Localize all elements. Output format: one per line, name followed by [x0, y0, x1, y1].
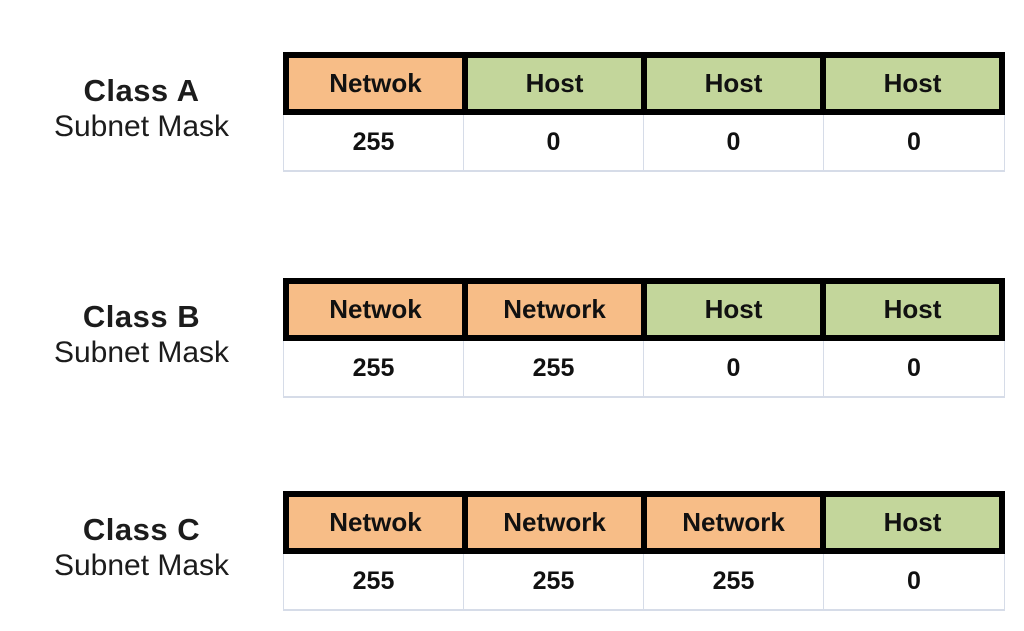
class-c-header-row: Netwok Network Network Host [283, 491, 1005, 554]
octet-type-cell: Host [644, 55, 823, 112]
octet-type-cell: Network [644, 494, 823, 551]
octet-value-cell: 0 [644, 115, 824, 170]
octet-value-cell: 255 [464, 341, 644, 396]
class-a-label-block: Class A Subnet Mask [0, 52, 283, 176]
class-a-header-row: Netwok Host Host Host [283, 52, 1005, 115]
octet-type-cell: Network [465, 281, 644, 338]
class-c-mask-table: Netwok Network Network Host 255 255 255 … [283, 491, 1005, 615]
octet-value-cell: 255 [644, 554, 824, 609]
octet-type-cell: Netwok [286, 494, 465, 551]
octet-value-cell: 255 [284, 115, 464, 170]
class-b-row: Class B Subnet Mask Netwok Network Host … [0, 278, 1024, 402]
octet-value-cell: 0 [824, 341, 1004, 396]
class-a-mask-table: Netwok Host Host Host 255 0 0 0 [283, 52, 1005, 176]
octet-type-cell: Host [644, 281, 823, 338]
class-b-mask-table: Netwok Network Host Host 255 255 0 0 [283, 278, 1005, 402]
octet-type-cell: Netwok [286, 55, 465, 112]
class-b-title: Class B [82, 299, 201, 335]
class-c-label-block: Class C Subnet Mask [0, 491, 283, 615]
class-b-label-block: Class B Subnet Mask [0, 278, 283, 402]
class-c-title: Class C [82, 512, 201, 548]
octet-type-cell: Host [823, 281, 1002, 338]
class-a-subtitle: Subnet Mask [53, 109, 230, 143]
class-c-row: Class C Subnet Mask Netwok Network Netwo… [0, 491, 1024, 615]
octet-value-cell: 0 [464, 115, 644, 170]
class-c-value-row: 255 255 255 0 [283, 554, 1005, 611]
octet-value-cell: 255 [284, 554, 464, 609]
class-a-value-row: 255 0 0 0 [283, 115, 1005, 172]
octet-value-cell: 255 [284, 341, 464, 396]
class-b-value-row: 255 255 0 0 [283, 341, 1005, 398]
octet-type-cell: Host [823, 494, 1002, 551]
class-a-title: Class A [83, 73, 200, 109]
class-b-header-row: Netwok Network Host Host [283, 278, 1005, 341]
octet-value-cell: 255 [464, 554, 644, 609]
octet-type-cell: Host [465, 55, 644, 112]
class-b-subtitle: Subnet Mask [53, 335, 230, 369]
class-c-subtitle: Subnet Mask [53, 548, 230, 582]
class-a-row: Class A Subnet Mask Netwok Host Host Hos… [0, 52, 1024, 176]
octet-value-cell: 0 [824, 115, 1004, 170]
octet-type-cell: Network [465, 494, 644, 551]
octet-type-cell: Host [823, 55, 1002, 112]
octet-type-cell: Netwok [286, 281, 465, 338]
octet-value-cell: 0 [644, 341, 824, 396]
octet-value-cell: 0 [824, 554, 1004, 609]
